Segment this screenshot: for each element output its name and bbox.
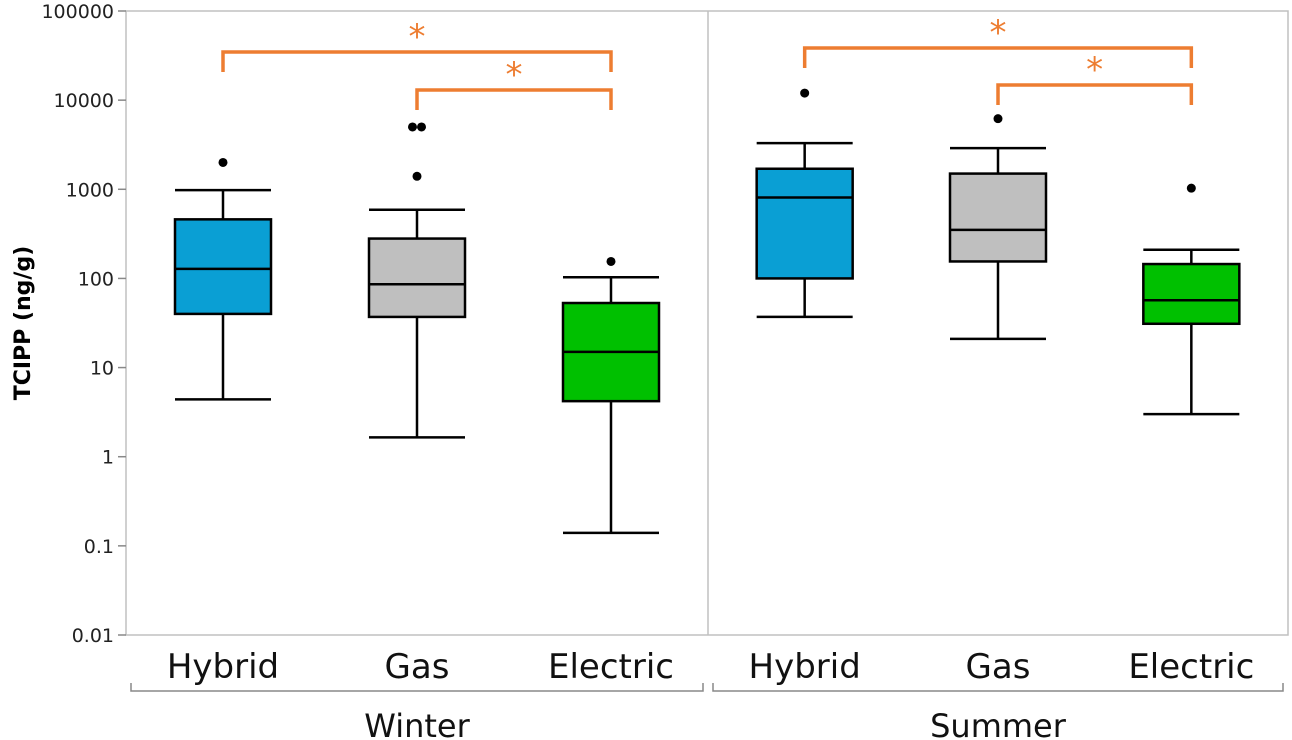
outlier-point xyxy=(1186,183,1196,193)
outlier-point xyxy=(606,256,616,266)
box xyxy=(367,237,467,319)
significance-bracket xyxy=(802,46,1194,68)
y-tick-label: 100 xyxy=(78,268,114,290)
outlier-point xyxy=(408,122,417,132)
significance-asterisk: * xyxy=(409,17,426,57)
outlier-point xyxy=(412,171,422,181)
group-label: Winter xyxy=(364,707,470,740)
y-tick-label: 1 xyxy=(102,447,114,469)
y-tick-label: 0.1 xyxy=(84,536,114,558)
group-label: Summer xyxy=(930,707,1067,740)
y-tick-label: 10 xyxy=(90,358,114,380)
group-bracket xyxy=(130,683,704,692)
category-label: Gas xyxy=(385,647,450,687)
y-tick-label: 0.01 xyxy=(72,625,114,647)
outlier-point xyxy=(218,157,228,167)
category-label: Gas xyxy=(966,647,1031,687)
significance-asterisk: * xyxy=(990,13,1007,53)
box xyxy=(173,218,273,316)
significance-bracket xyxy=(996,83,1194,105)
category-label: Electric xyxy=(548,647,674,687)
y-tick-label: 100000 xyxy=(41,1,114,23)
significance-bracket xyxy=(221,50,613,72)
significance-bracket xyxy=(415,88,613,110)
significance-asterisk: * xyxy=(506,55,523,95)
significance-asterisk: * xyxy=(1086,50,1103,90)
box xyxy=(948,172,1048,263)
box xyxy=(755,167,854,280)
box xyxy=(1142,262,1241,326)
category-label: Hybrid xyxy=(167,647,279,687)
category-label: Electric xyxy=(1128,647,1254,687)
y-axis-label: TCIPP (ng/g) xyxy=(11,246,36,401)
plot-frame xyxy=(125,10,1289,636)
outlier-point xyxy=(800,88,810,98)
outlier-point xyxy=(993,114,1003,124)
y-tick-label: 1000 xyxy=(66,179,114,201)
y-tick-label: 10000 xyxy=(54,90,114,112)
category-label: Hybrid xyxy=(749,647,861,687)
group-bracket xyxy=(712,683,1284,692)
outlier-point xyxy=(417,122,426,132)
